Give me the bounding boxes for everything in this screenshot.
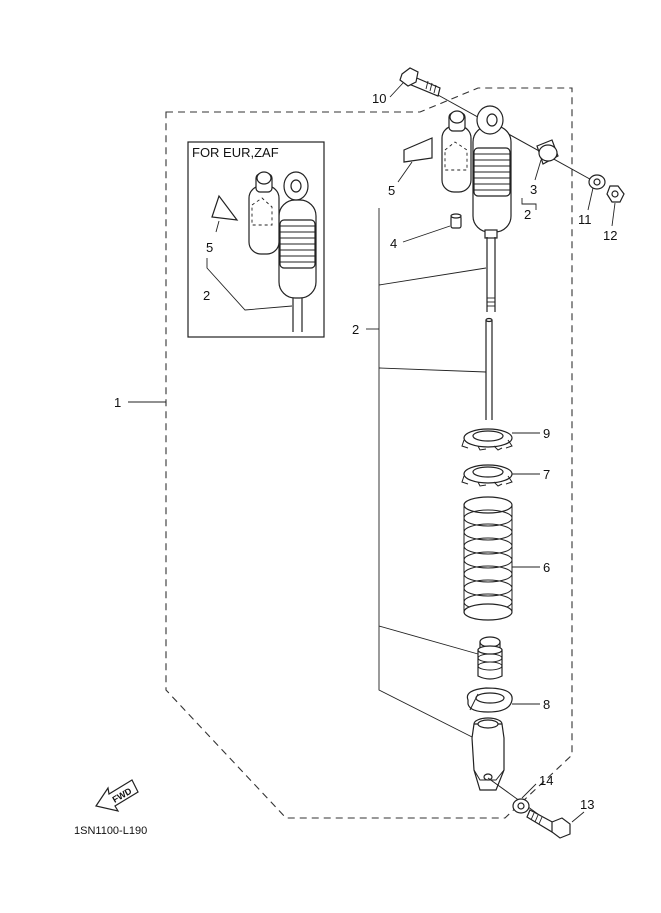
lock-nut-9	[461, 428, 513, 451]
shock-absorber-body	[441, 105, 512, 233]
bolt-13	[526, 809, 571, 839]
inset-title: FOR EUR,ZAF	[192, 145, 279, 160]
assembly-boundary	[165, 87, 573, 819]
washer-14	[512, 798, 530, 814]
callout-2: 2	[352, 322, 359, 337]
bushing-3	[536, 139, 559, 165]
callout-12: 12	[603, 228, 617, 243]
bump-stop	[477, 636, 503, 680]
callout-13: 13	[580, 797, 594, 812]
callout-2-small: 2	[524, 207, 531, 222]
lower-clevis	[471, 717, 505, 791]
forward-arrow-icon: FWD	[95, 779, 139, 812]
inset-callout-2: 2	[203, 288, 210, 303]
inset-shock-absorber	[211, 171, 317, 332]
nut-12	[606, 185, 625, 203]
callout-14: 14	[539, 773, 553, 788]
spring-guide-8	[466, 687, 513, 713]
adjuster-nut-7	[461, 464, 513, 487]
callout-10: 10	[372, 91, 386, 106]
washer-11	[588, 174, 606, 190]
callout-8: 8	[543, 697, 550, 712]
callout-6: 6	[543, 560, 550, 575]
bolt-10	[399, 67, 441, 97]
callout-4: 4	[390, 236, 397, 251]
callout-9: 9	[543, 426, 550, 441]
callout-3: 3	[530, 182, 537, 197]
drawing-code: 1SN1100-L190	[74, 825, 147, 837]
callout-7: 7	[543, 467, 550, 482]
spring-6	[463, 496, 513, 621]
inset-label-5	[211, 194, 239, 221]
callout-5: 5	[388, 183, 395, 198]
inset-callout-5: 5	[206, 240, 213, 255]
callout-11: 11	[578, 212, 592, 227]
label-5	[403, 137, 433, 163]
callout-1: 1	[114, 395, 121, 410]
grease-nipple-4	[450, 213, 462, 229]
